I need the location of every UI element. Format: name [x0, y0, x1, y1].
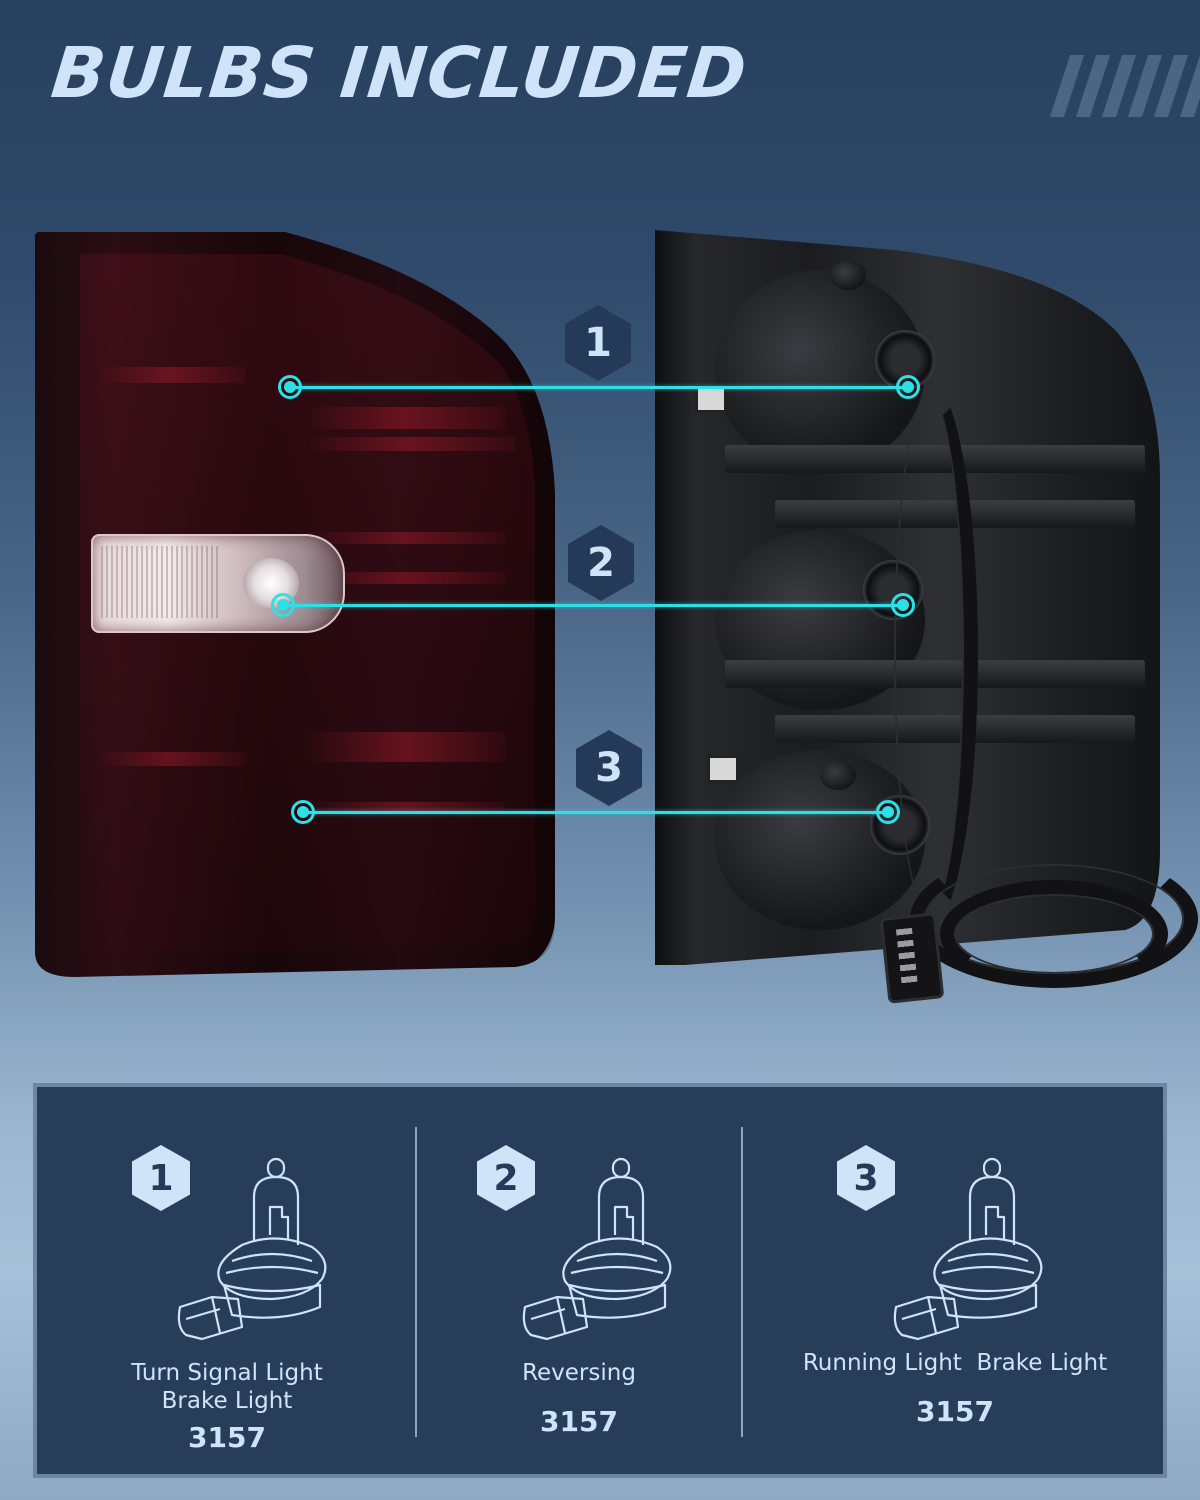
bulb-function-label-line-2: Brake Light [161, 1388, 293, 1414]
wiring-harness [880, 380, 978, 928]
column-divider [415, 1127, 417, 1437]
lens-reflector [95, 752, 245, 766]
callout-line-3 [303, 811, 888, 814]
bulb-item-2: 2 Reversing 3157 [417, 1087, 741, 1474]
bulb-function-label-line-1: Turn Signal Light [131, 1360, 323, 1386]
callout-dot-back-2 [891, 593, 915, 617]
bulb-item-3: 3 Running Light Brake Light 3157 [743, 1087, 1167, 1474]
bulb-info-panel: 1 Turn Signal Light Brake Light 3157 2 [33, 1083, 1167, 1478]
callout-badge-3: 3 [576, 730, 642, 806]
lens-reflector [305, 437, 515, 451]
bulb-number-badge: 1 [132, 1145, 190, 1211]
bulb-function-label: Reversing [522, 1360, 636, 1386]
column-divider [741, 1127, 743, 1437]
callout-dot-front-2 [271, 593, 295, 617]
plug [820, 760, 856, 790]
callout-dot-back-1 [896, 375, 920, 399]
plug [830, 260, 866, 290]
mounting-clip [695, 385, 727, 413]
callout-dot-back-3 [876, 800, 900, 824]
lens-reflector [305, 532, 505, 544]
bulb-function-label: Running Light Brake Light [802, 1350, 1108, 1376]
lens-reflector [305, 572, 505, 584]
lens-reflector [305, 732, 505, 762]
bulb-model-code: 3157 [916, 1395, 994, 1428]
callout-badge-1: 1 [565, 305, 631, 381]
halogen-bulb-icon [893, 1157, 1043, 1341]
callout-line-1 [290, 386, 908, 389]
wiring-harness-loop [940, 880, 1168, 988]
bulb-model-code: 3157 [540, 1405, 618, 1438]
callout-dot-front-3 [291, 800, 315, 824]
bulb-item-1: 1 Turn Signal Light Brake Light 3157 [37, 1087, 417, 1474]
bulb-model-code: 3157 [188, 1421, 266, 1454]
callout-line-2 [283, 604, 903, 607]
callout-dot-front-1 [278, 375, 302, 399]
reverse-light-lens [91, 534, 345, 633]
bulb-number-badge: 3 [837, 1145, 895, 1211]
lens-reflector [95, 367, 245, 383]
callout-badge-2: 2 [568, 525, 634, 601]
decorative-stripes [1050, 55, 1200, 117]
halogen-bulb-icon [177, 1157, 327, 1341]
lens-ribs [101, 546, 221, 618]
page-title: BULBS INCLUDED [47, 32, 751, 114]
mounting-clip [707, 755, 739, 783]
halogen-bulb-icon [522, 1157, 672, 1341]
lens-reflector [305, 407, 505, 429]
harness-connector [879, 912, 945, 1004]
